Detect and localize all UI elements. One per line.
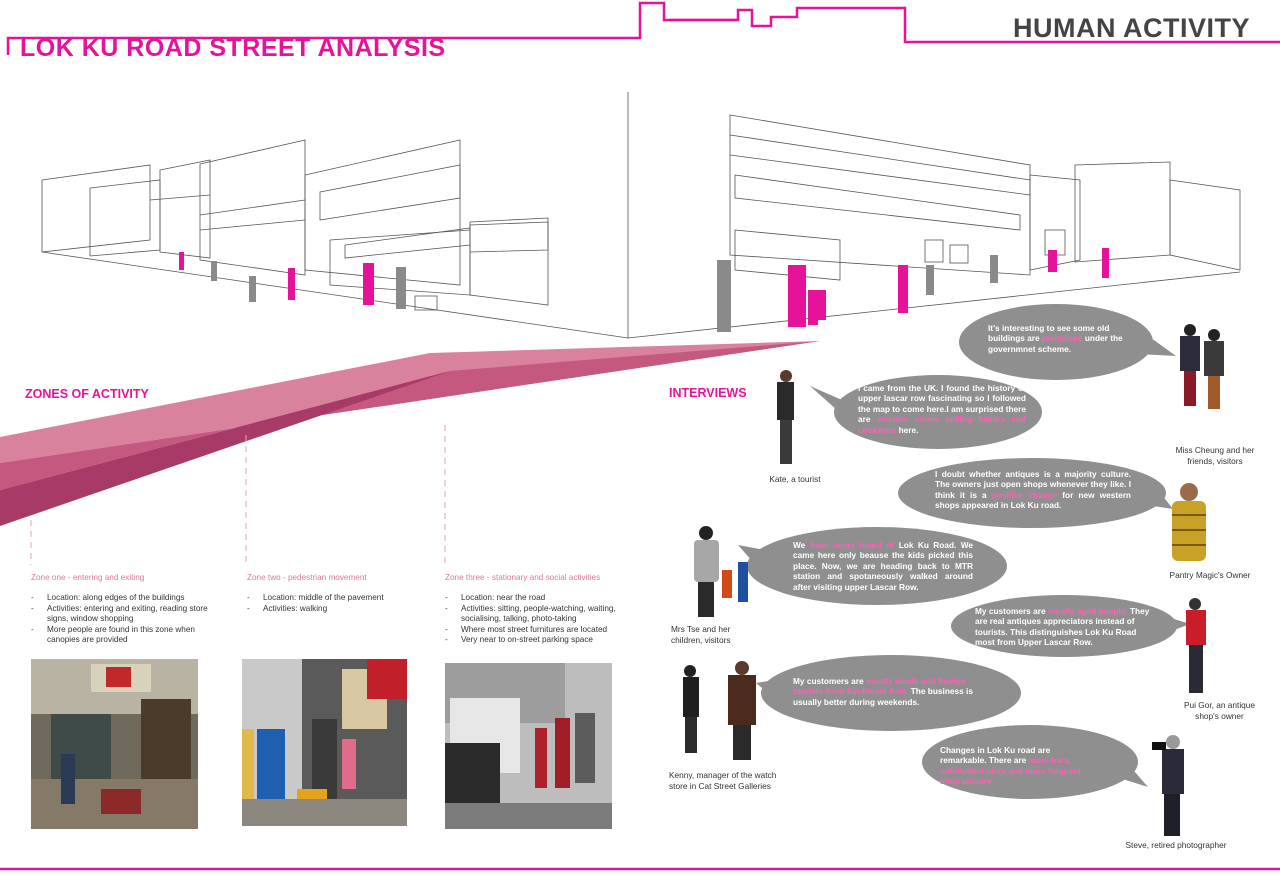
zone-three-point: Activities: sitting, people-watching, wa… xyxy=(445,604,625,625)
zones-heading: ZONES OF ACTIVITY xyxy=(25,387,149,401)
bubble-kenny xyxy=(761,655,1021,731)
zone-one-point: Location: along edges of the buildings xyxy=(31,593,226,604)
pantry-owner-figure xyxy=(1172,483,1206,561)
caption-mrs-tse: Mrs Tse and her children, visitors xyxy=(671,624,731,645)
quote-pantry-owner: I doubt whether antiques is a majority c… xyxy=(935,469,1131,511)
zone-one-point: More people are found in this zone when … xyxy=(31,625,226,646)
zone-three-point: Very near to on-street parking space xyxy=(445,635,625,646)
caption-pantry-owner: Pantry Magic's Owner xyxy=(1169,570,1251,580)
zone-three-title: Zone three - stationary and social activ… xyxy=(445,573,601,582)
zone-markers xyxy=(30,425,446,565)
bubble-miss-cheung xyxy=(959,304,1153,380)
zone-three: Zone three - stationary and social activ… xyxy=(445,573,625,646)
quote-mrs-tse: We have never heard of Lok Ku Road. We c… xyxy=(793,540,973,592)
bubble-pantry xyxy=(898,458,1166,528)
quote-kate: I came from the UK. I found the history … xyxy=(858,383,1027,435)
zone-one-title: Zone one - entering and exiting xyxy=(31,573,145,582)
kenny-figure xyxy=(683,661,756,760)
street-perspective-drawing xyxy=(41,92,1241,339)
interviews-heading: INTERVIEWS xyxy=(669,386,747,400)
band-zone-one xyxy=(0,371,450,526)
caption-kenny: Kenny, manager of the watch store in Cat… xyxy=(669,770,777,791)
bubble-mrs-tse xyxy=(747,527,1007,605)
quote-kenny: My customers are mostly locals and forei… xyxy=(793,676,973,707)
zone-three-point: Location: near the road xyxy=(445,593,625,604)
bubble-pui-gor xyxy=(951,595,1177,657)
caption-kate: Kate, a tourist xyxy=(769,474,821,484)
zone-bands xyxy=(0,341,820,526)
zone-one-point: Activities: entering and exiting, readin… xyxy=(31,604,226,625)
section-title: HUMAN ACTIVITY xyxy=(1013,13,1250,43)
zone-two-point: Activities: walking xyxy=(247,604,442,615)
kate-figure xyxy=(777,370,794,464)
zone-two-point: Location: middle of the pavement xyxy=(247,593,442,604)
quote-pui-gor: My customers are mostly aged people. The… xyxy=(975,606,1150,648)
page-title: LOK KU ROAD STREET ANALYSIS xyxy=(20,34,446,62)
zone-one-photo xyxy=(31,659,198,829)
caption-steve: Steve, retired photographer xyxy=(1125,840,1227,850)
zone-three-point: Where most street furnitures are located xyxy=(445,625,625,636)
zone-two-photo xyxy=(242,659,407,826)
caption-pui-gor: Pui Gor, an antique shop's owner xyxy=(1183,700,1256,721)
zone-three-photo xyxy=(445,663,612,829)
pui-gor-figure xyxy=(1186,598,1206,693)
zone-two: Zone two - pedestrian movement Location:… xyxy=(247,573,442,614)
caption-miss-cheung: Miss Cheung and her friends, visitors xyxy=(1175,445,1255,466)
bubble-steve xyxy=(922,725,1138,799)
mrs-tse-figure xyxy=(694,526,748,617)
bubble-kate xyxy=(834,375,1042,449)
quote-steve: Changes in Lok Ku road are remarkable. T… xyxy=(940,745,1082,787)
miss-cheung-figure xyxy=(1180,324,1224,409)
skyline-outline xyxy=(6,1,1280,55)
zone-one: Zone one - entering and exiting Location… xyxy=(31,573,226,646)
steve-figure xyxy=(1152,735,1184,836)
quote-miss-cheung: It's interesting to see some old buildin… xyxy=(988,323,1123,354)
zone-two-title: Zone two - pedestrian movement xyxy=(247,573,367,582)
